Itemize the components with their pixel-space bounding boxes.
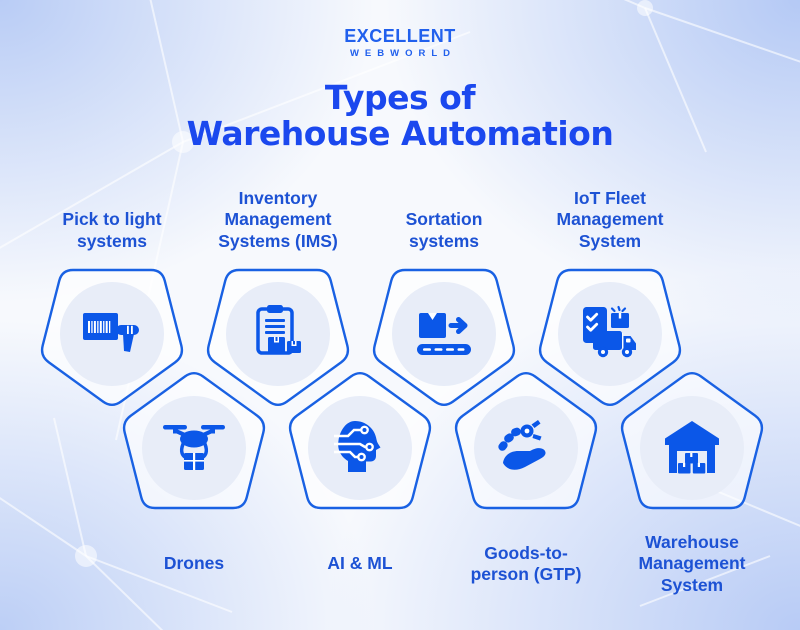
brand-name: EXCELLENT [344, 26, 456, 46]
pentagon-ai-ml [288, 372, 432, 510]
brand-subname: WEBWORLD [349, 48, 457, 59]
item-label-pick-to-light: Pick to light systems [62, 209, 162, 251]
clipboard-inventory-icon [256, 305, 301, 355]
pentagon-pick-to-light [40, 268, 184, 406]
item-label-sortation: Sortation systems [405, 209, 483, 251]
fleet-truck-icon [583, 305, 636, 358]
pentagon-drones [122, 372, 266, 510]
hand-gtp-icon [498, 420, 546, 470]
icon-circle [474, 396, 578, 500]
conveyor-sortation-icon [417, 313, 471, 355]
pentagon-warehouse-management [620, 372, 764, 510]
item-label-inventory-management: Inventory Management Systems (IMS) [218, 187, 338, 251]
pentagon-iot-fleet [538, 268, 682, 406]
item-label-goods-to-person: Goods-to- person (GTP) [470, 542, 582, 585]
icon-circle [142, 396, 246, 500]
pentagon-inventory-management [206, 268, 350, 406]
pentagon-goods-to-person [454, 372, 598, 510]
drone-package-icon [163, 425, 225, 470]
page-title: Types of Warehouse Automation [0, 80, 800, 152]
pentagon-sortation [372, 268, 516, 406]
item-label-warehouse-management: Warehouse Management System [638, 531, 746, 595]
barcode-scanner-icon [83, 313, 139, 352]
page-title-line1: Types of [324, 78, 476, 117]
item-label-drones: Drones [163, 553, 225, 574]
page-title-line2: Warehouse Automation [186, 114, 614, 153]
ai-head-circuit-icon [334, 421, 381, 472]
warehouse-building-icon [665, 421, 719, 474]
brand-logo: EXCELLENT WEBWORLD [0, 26, 800, 59]
item-label-ai-ml: AI & ML [327, 553, 393, 574]
item-label-iot-fleet: IoT Fleet Management System [556, 187, 664, 251]
